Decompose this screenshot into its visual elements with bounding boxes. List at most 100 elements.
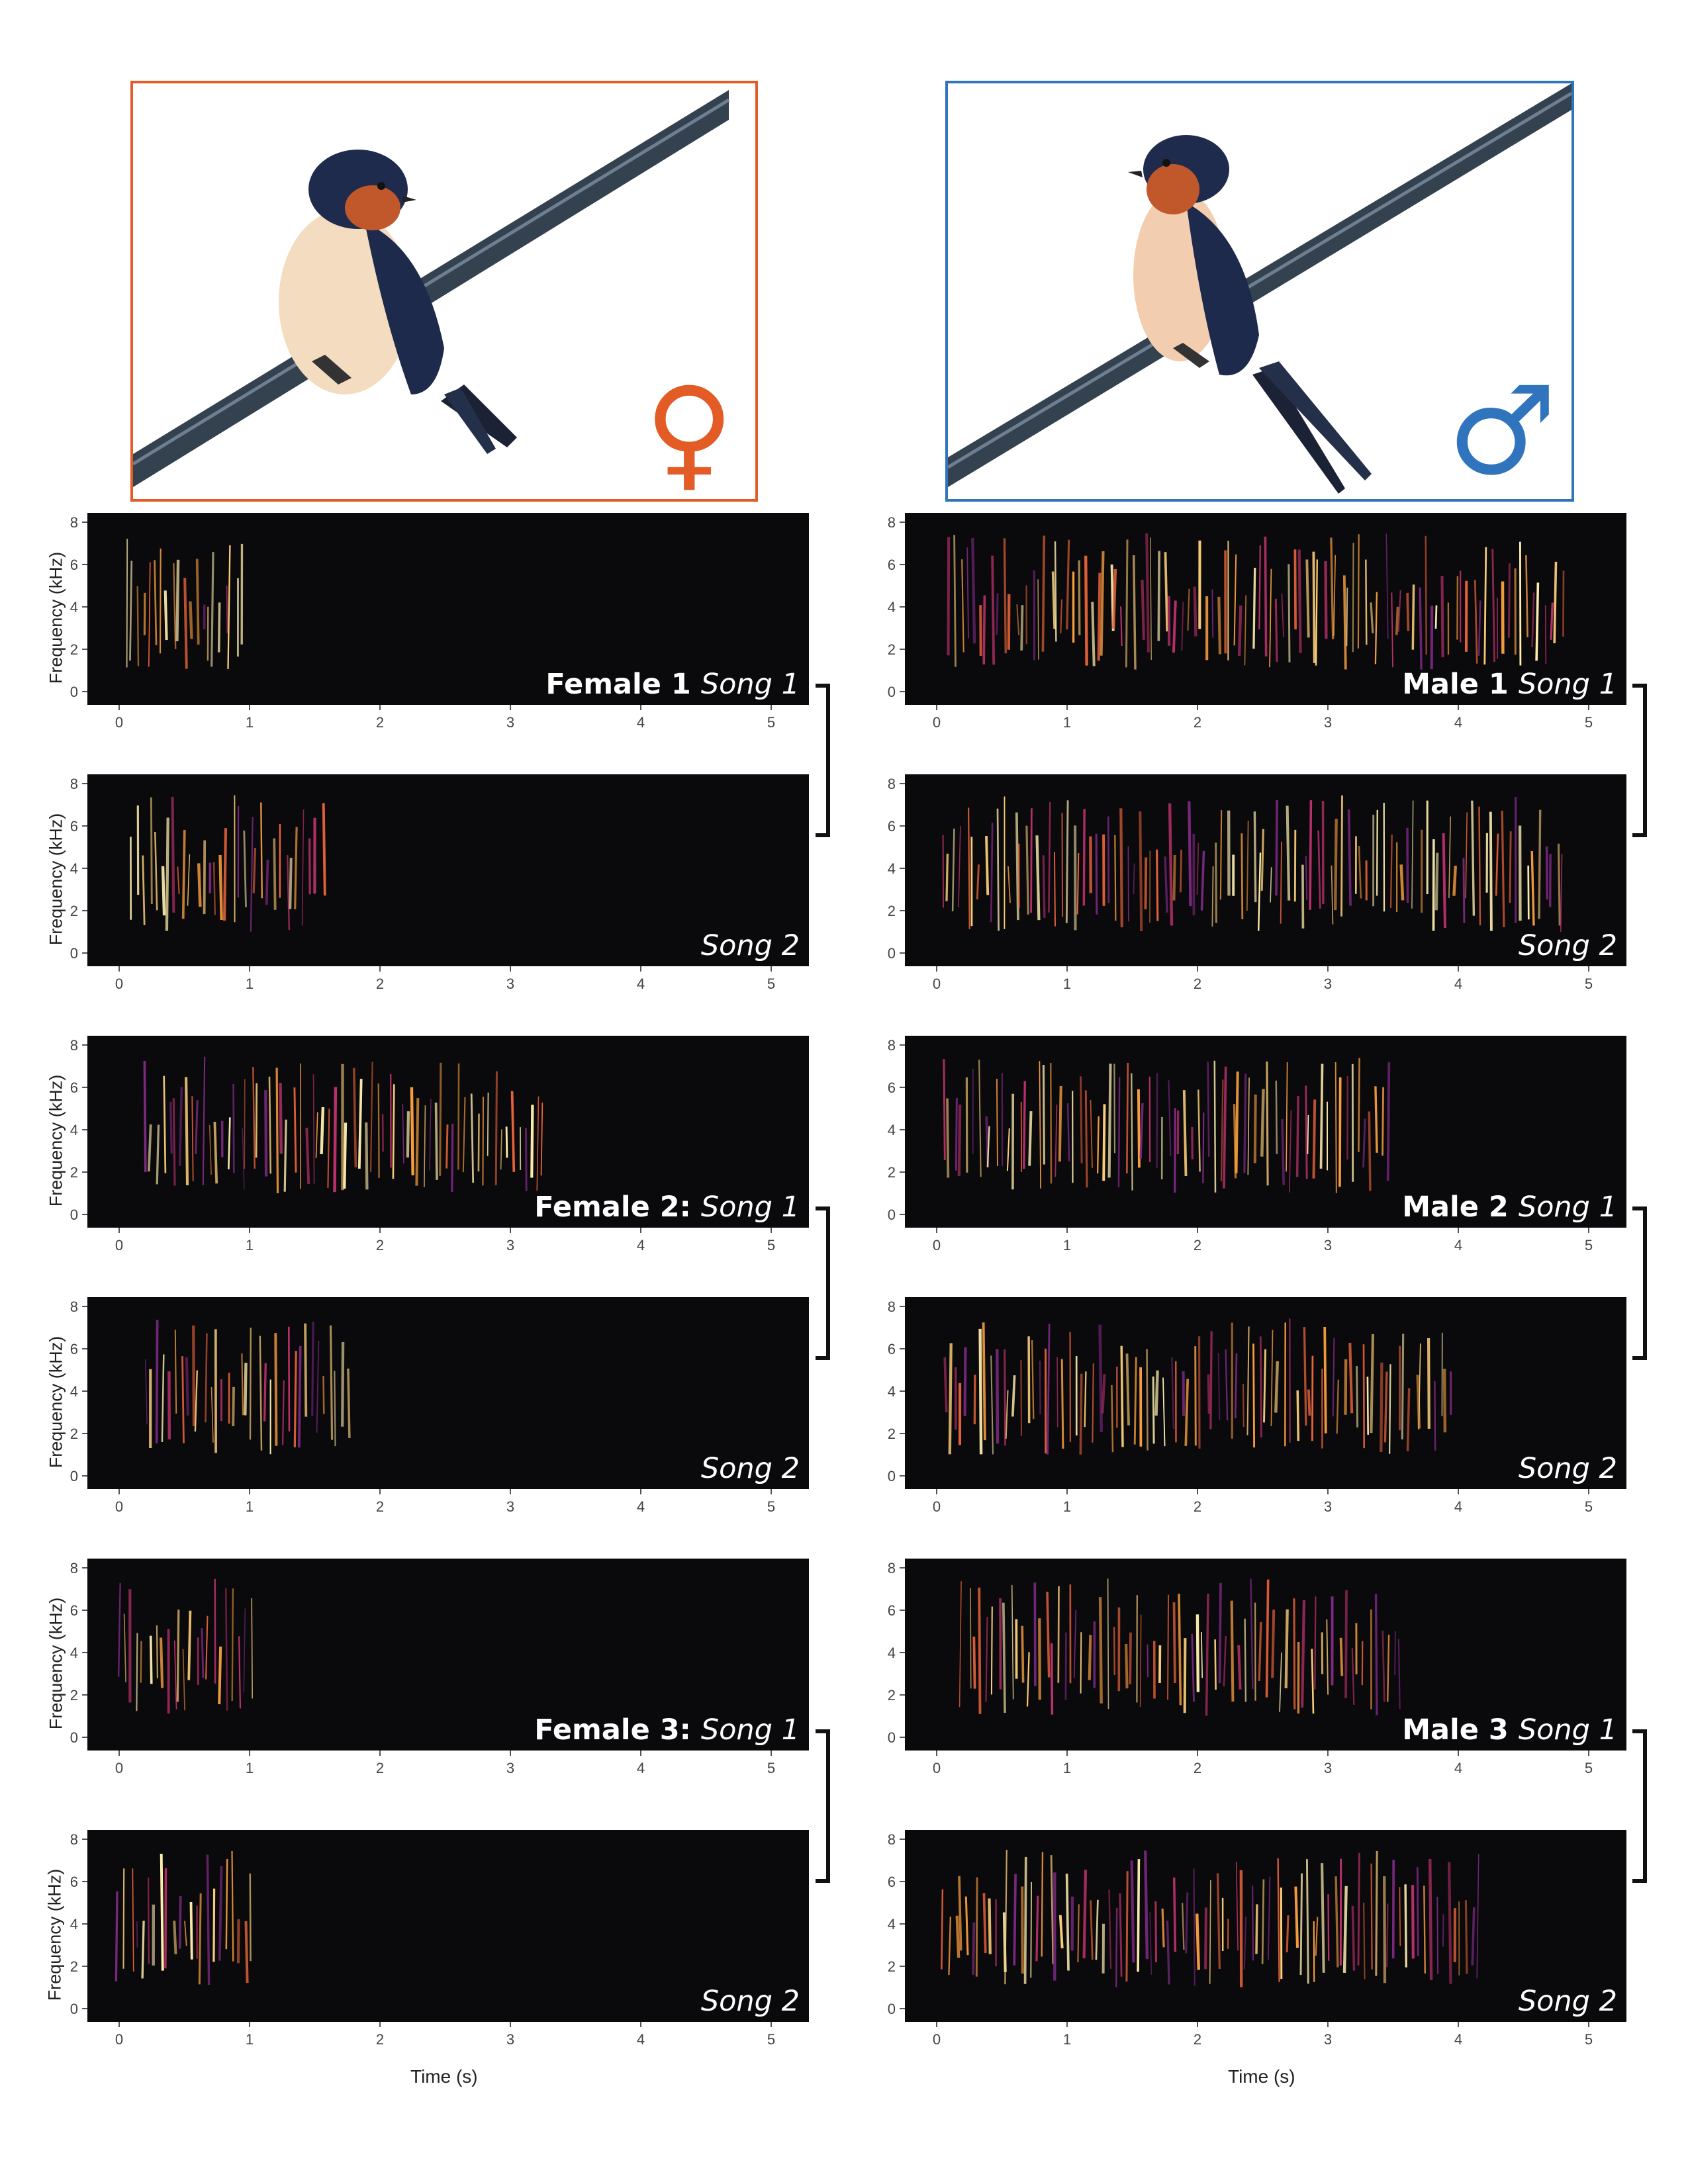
syllable-mark: [1225, 1349, 1229, 1421]
syllable-mark: [1025, 825, 1029, 915]
syllable-mark: [1061, 813, 1064, 917]
male-symbol: ♂: [1447, 359, 1557, 502]
y-tick-label: 0: [888, 2001, 896, 2017]
syllable-mark: [1263, 1349, 1267, 1423]
syllable-mark: [187, 854, 191, 906]
syllable-marks: [115, 1850, 252, 1985]
x-tick-label: 3: [506, 1237, 514, 1253]
y-tick-label: 0: [888, 945, 896, 962]
syllable-mark: [1242, 1383, 1244, 1428]
syllable-mark: [1171, 1357, 1175, 1430]
pair-bracket-male-3: [1632, 1729, 1647, 1883]
syllable-mark: [1144, 1850, 1149, 1960]
syllable-mark: [1193, 586, 1197, 637]
syllable-mark: [1016, 604, 1020, 635]
syllable-mark: [1495, 833, 1499, 896]
y-axis-label: Frequency (kHz): [44, 1868, 65, 2001]
syllable-mark: [1174, 1108, 1176, 1193]
syllable-mark: [123, 1614, 126, 1682]
syllable-mark: [1051, 571, 1056, 629]
syllable-mark: [1108, 1889, 1112, 1969]
x-tick-label: 0: [115, 1498, 123, 1515]
x-tick-label: 0: [933, 1498, 941, 1515]
syllable-mark: [1404, 1884, 1407, 1968]
syllable-mark: [1182, 1090, 1188, 1177]
syllable-mark: [255, 1083, 258, 1158]
syllable-mark: [971, 537, 976, 644]
syllable-mark: [1388, 1364, 1391, 1454]
syllable-mark: [1039, 1360, 1041, 1415]
syllable-mark: [1066, 539, 1070, 630]
syllable-mark: [217, 602, 221, 653]
syllable-mark: [163, 1075, 167, 1173]
syllable-mark: [1215, 842, 1217, 923]
syllable-mark: [1346, 587, 1348, 647]
individual-label: Female 1: [545, 668, 701, 701]
syllable-mark: [1305, 855, 1308, 900]
x-tick-label: 2: [376, 1760, 384, 1776]
y-axis-label: Frequency (kHz): [46, 551, 66, 684]
syllable-mark: [1260, 1089, 1265, 1157]
syllable-mark: [1312, 551, 1316, 663]
syllable-mark: [184, 1921, 187, 1946]
syllable-mark: [149, 1635, 153, 1684]
syllable-mark: [1196, 1614, 1200, 1692]
syllable-mark: [1058, 1085, 1062, 1162]
syllable-mark: [1096, 1116, 1100, 1174]
syllable-mark: [1047, 1324, 1051, 1455]
syllable-marks: [943, 1318, 1452, 1455]
syllable-mark: [1319, 1064, 1324, 1169]
syllable-mark: [1120, 606, 1123, 647]
spectrogram-background: [905, 1297, 1626, 1489]
syllable-mark: [242, 1128, 245, 1189]
syllable-mark: [1440, 575, 1444, 658]
x-tick-label: 3: [506, 714, 514, 731]
syllable-mark: [1419, 587, 1423, 670]
syllable-mark: [316, 1340, 320, 1433]
syllable-mark: [244, 1079, 246, 1169]
syllable-mark: [986, 1126, 990, 1167]
syllable-mark: [1471, 1907, 1476, 1966]
x-tick-label: 0: [933, 1760, 941, 1776]
x-tick-label: 2: [376, 1237, 384, 1253]
y-axis-label: Frequency (kHz): [46, 1074, 66, 1207]
syllable-mark: [227, 1117, 231, 1169]
x-tick-label: 4: [1454, 976, 1462, 992]
syllable-mark: [156, 1124, 160, 1185]
syllable-mark: [1269, 569, 1272, 668]
syllable-mark: [1305, 1085, 1308, 1179]
x-tick-label: 1: [246, 1498, 254, 1515]
syllable-mark: [1363, 1902, 1366, 1979]
syllable-mark: [304, 1323, 308, 1417]
syllable-mark: [1237, 605, 1243, 657]
syllable-mark: [1164, 552, 1169, 632]
syllable-mark: [415, 1098, 420, 1186]
syllable-mark: [159, 548, 162, 654]
x-tick-label: 2: [376, 714, 384, 731]
syllable-mark: [1133, 1357, 1137, 1445]
syllable-mark: [1281, 593, 1284, 637]
syllable-mark: [1098, 1597, 1103, 1704]
y-tick-label: 8: [888, 514, 896, 531]
syllable-mark: [1418, 1343, 1421, 1430]
syllable-mark: [1380, 1362, 1383, 1453]
syllable-mark: [1243, 1073, 1247, 1173]
syllable-mark: [1382, 1630, 1385, 1702]
syllable-mark: [265, 859, 269, 905]
syllable-mark: [1011, 1584, 1014, 1700]
x-tick-label: 5: [1585, 2031, 1593, 2048]
y-tick-label: 6: [888, 1874, 896, 1890]
syllable-mark: [211, 1387, 214, 1443]
syllable-mark: [147, 1124, 152, 1172]
syllable-mark: [1084, 1371, 1087, 1428]
syllable-mark: [1149, 1912, 1152, 1975]
syllable-mark: [1303, 1327, 1307, 1426]
syllable-mark: [1491, 549, 1496, 662]
syllable-mark: [1091, 602, 1096, 666]
syllable-mark: [154, 831, 158, 911]
y-axis-label: Frequency (kHz): [46, 1597, 66, 1730]
syllable-mark: [141, 1921, 145, 1979]
syllable-mark: [1156, 1073, 1158, 1169]
x-tick-label: 2: [376, 976, 384, 992]
